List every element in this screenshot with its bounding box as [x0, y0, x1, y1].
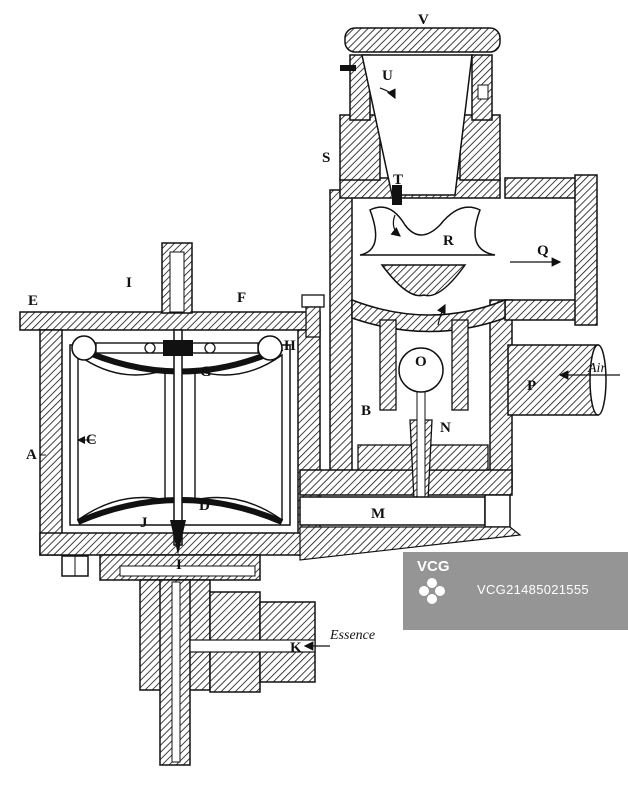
needle-valve — [161, 242, 193, 555]
label-b: B — [361, 403, 371, 419]
label-i-bottom: I — [176, 557, 182, 573]
annotation-air: Air — [587, 361, 606, 376]
flower-logo-icon — [419, 578, 445, 604]
label-a: A — [26, 447, 37, 463]
label-n: N — [440, 420, 451, 436]
label-m: M — [371, 506, 385, 522]
mixing-chamber-body — [299, 174, 598, 503]
flow-arrows — [40, 87, 620, 651]
watermark: VCG VCG21485021555 — [403, 552, 628, 630]
watermark-id: VCG21485021555 — [477, 582, 589, 597]
label-p: P — [527, 378, 536, 394]
label-t: T — [393, 172, 403, 188]
upper-intake-stack — [339, 27, 501, 205]
label-s: S — [322, 150, 330, 166]
label-q: Q — [537, 243, 549, 259]
label-i-top: I — [126, 275, 132, 291]
label-e: E — [28, 293, 38, 309]
label-v: V — [418, 12, 429, 28]
label-u: U — [382, 68, 393, 84]
label-k: K — [290, 640, 302, 656]
throttle-valve — [359, 206, 496, 297]
label-r: R — [443, 233, 454, 249]
label-f: F — [237, 290, 246, 306]
label-d: D — [199, 498, 210, 514]
part-labels: V U S T R Q O P Air B N M E I F G H A C … — [26, 12, 606, 656]
float-levers — [71, 335, 283, 361]
air-inlet-pipe — [507, 344, 607, 416]
annotation-essence: Essence — [329, 628, 375, 643]
fuel-inlet-assembly — [119, 565, 316, 766]
watermark-brand: VCG — [417, 558, 450, 575]
label-h: H — [284, 338, 296, 354]
label-j: J — [140, 515, 148, 531]
label-o: O — [415, 354, 427, 370]
label-g: G — [200, 364, 212, 380]
watermark-logo — [415, 574, 449, 608]
fuel-passage — [299, 494, 522, 561]
label-c: C — [86, 432, 97, 448]
